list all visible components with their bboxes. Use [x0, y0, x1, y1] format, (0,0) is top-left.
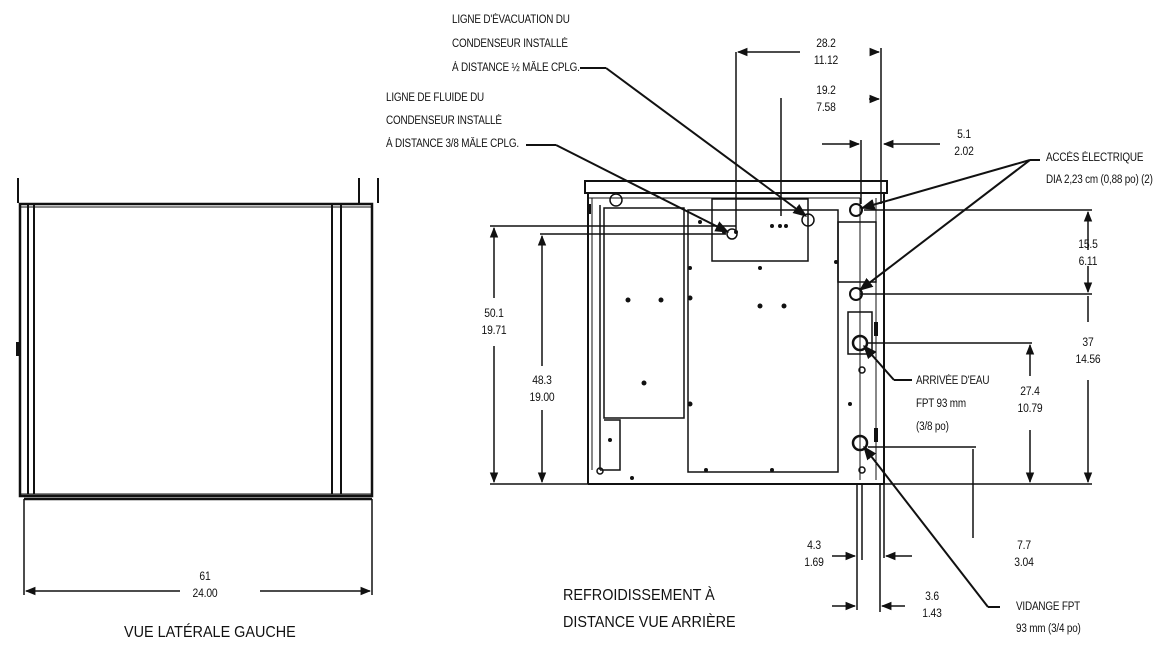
- dim-4-3-cm: 4.3: [807, 538, 821, 552]
- dim-5-1-cm: 5.1: [957, 127, 971, 141]
- callout-drain-line-2: CONDENSEUR INSTALLÉ: [452, 38, 568, 50]
- left-width-in: 24.00: [192, 586, 218, 600]
- dim-4-3-in: 1.69: [804, 555, 824, 569]
- left-width-cm: 61: [199, 569, 211, 583]
- dim-27-4-in: 10.79: [1017, 401, 1043, 415]
- dim-15-5-cm: 15.5: [1078, 237, 1098, 251]
- dim-5-1-in: 2.02: [954, 144, 974, 158]
- dim-7-7-cm: 7.7: [1017, 538, 1031, 552]
- dim-7-7-in: 3.04: [1014, 555, 1034, 569]
- dim-48-3-in: 19.00: [529, 390, 555, 404]
- callout-drain-line-1: LIGNE D'ÉVACUATION DU: [452, 14, 570, 26]
- callout-electrical-2: DIA 2,23 cm (0,88 po) (2): [1046, 174, 1153, 186]
- callout-water-inlet-1: ARRIVÉE D'EAU: [916, 375, 990, 387]
- dim-48-3-cm: 48.3: [532, 373, 552, 387]
- rear-view-unit: [584, 180, 888, 485]
- callout-water-inlet-3: (3/8 po): [916, 421, 949, 433]
- dim-37-in: 14.56: [1075, 352, 1101, 366]
- callout-electrical-1: ACCÈS ÉLECTRIQUE: [1046, 152, 1144, 164]
- rear-view-rivets: [588, 204, 878, 480]
- rear-view-caption-line2: DISTANCE VUE ARRIÈRE: [563, 614, 736, 631]
- callout-drain-1: VIDANGE FPT: [1016, 601, 1081, 613]
- dim-19-2-cm: 19.2: [816, 83, 836, 97]
- rear-view-dimension-lines: [489, 47, 1093, 612]
- callout-fluid-line-2: CONDENSEUR INSTALLÉ: [386, 115, 502, 127]
- left-side-view: [16, 178, 379, 596]
- callout-drain-line-3: À DISTANCE ½ MÂLE CPLG.: [452, 62, 580, 74]
- callout-drain-2: 93 mm (3/4 po): [1016, 623, 1081, 635]
- callout-water-inlet-2: FPT 93 mm: [916, 398, 966, 410]
- callout-leaders: [526, 67, 1040, 608]
- left-view-caption: VUE LATÉRALE GAUCHE: [124, 624, 296, 641]
- dim-3-6-cm: 3.6: [925, 589, 939, 603]
- dim-19-2-in: 7.58: [816, 100, 836, 114]
- dim-50-1-in: 19.71: [481, 323, 507, 337]
- rear-view-caption-line1: REFROIDISSEMENT À: [563, 587, 715, 604]
- dim-28-2-cm: 28.2: [816, 36, 836, 50]
- dim-28-2-in: 11.12: [813, 53, 839, 67]
- callout-fluid-line-3: À DISTANCE 3/8 MÂLE CPLG.: [386, 138, 519, 150]
- callout-fluid-line-1: LIGNE DE FLUIDE DU: [386, 92, 485, 104]
- dim-15-5-in: 6.11: [1078, 254, 1098, 268]
- dim-27-4-cm: 27.4: [1020, 384, 1040, 398]
- dim-37-cm: 37: [1082, 335, 1094, 349]
- dim-50-1-cm: 50.1: [484, 306, 504, 320]
- dim-3-6-in: 1.43: [922, 606, 942, 620]
